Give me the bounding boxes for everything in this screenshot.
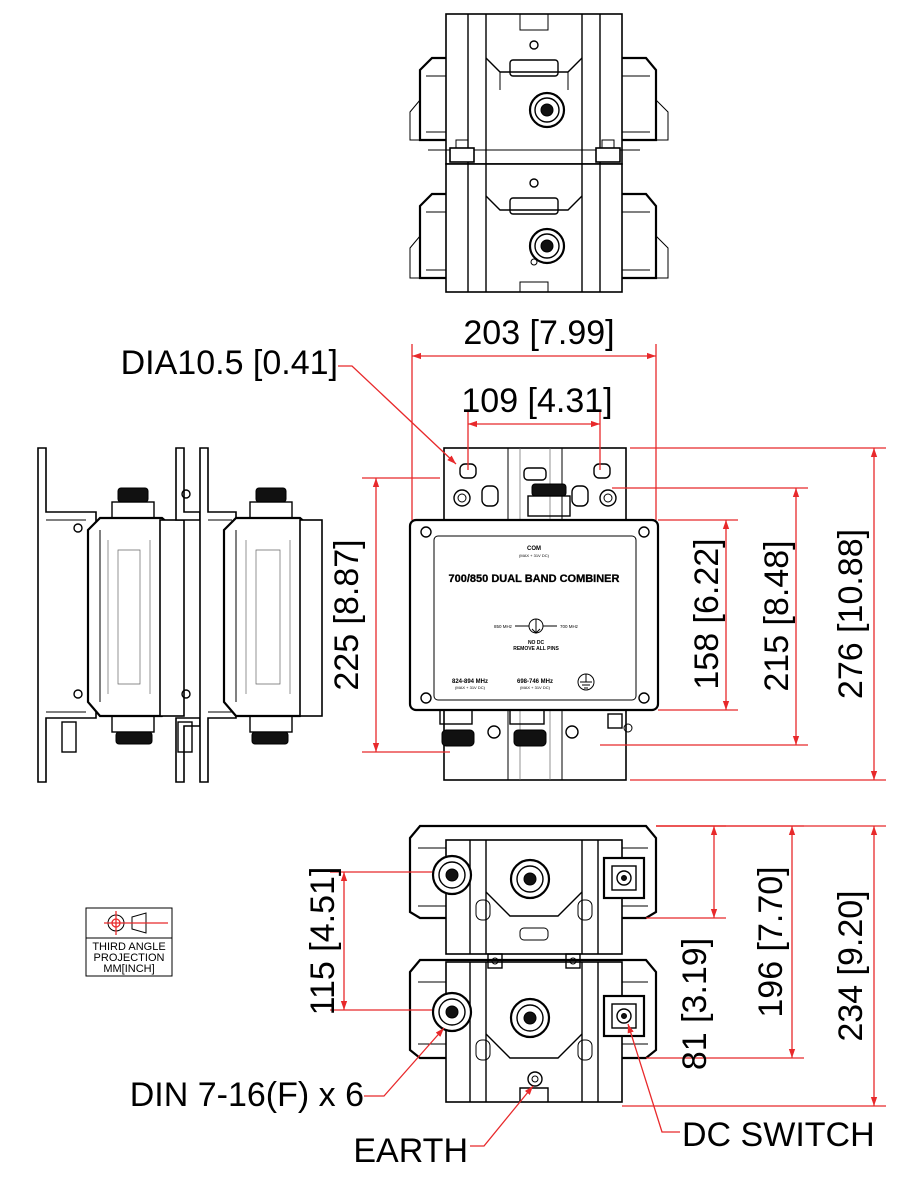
side-view [37,447,323,783]
connector-port1 [441,729,475,747]
top-view-unit-upper [409,13,669,165]
label-product-name: 700/850 DUAL BAND COMBINER [449,573,620,585]
label-remove-pins: REMOVE ALL PINS [513,646,559,652]
projection-line1: THIRD ANGLE [92,941,165,953]
mount-hole-right [593,463,611,479]
label-band-right: 700 MHz [560,624,579,629]
callout-dc-switch: DC SWITCH [682,1116,875,1154]
projection-symbol: THIRD ANGLE PROJECTION MM[INCH] [85,907,173,977]
dim-hole-center-height: 215 [8.48] [758,540,796,691]
connector-port2 [513,729,547,747]
callout-earth: EARTH [353,1132,468,1170]
label-port2-freq: 698-746 MHz [517,679,553,685]
dim-overall-width: 203 [7.99] [463,314,614,352]
label-port2-dc: (MAX + 31V DC) [520,685,551,690]
ground-icon [577,673,595,691]
side-view-unit-left [37,447,201,783]
bottom-view [408,824,658,1103]
dim-body-height: 158 [6.22] [688,538,726,689]
callout-connectors: DIN 7-16(F) x 6 [130,1076,364,1114]
dim-stack-height: 196 [7.70] [752,866,790,1017]
dim-overall-stack-height: 234 [9.20] [832,890,870,1041]
top-view-unit-lower [409,163,669,293]
front-view: COM (MAX + 31V DC) 700/850 DUAL BAND COM… [408,447,660,781]
label-com-port: COM [527,546,541,552]
dim-bracket-hole-spacing: 109 [4.31] [461,382,612,420]
earth-stud [527,1071,543,1087]
label-port1-freq: 824-894 MHz [452,679,488,685]
label-com-dc: (MAX + 31V DC) [519,553,550,558]
projection-line3: MM[INCH] [103,963,154,975]
dim-mount-hole-diameter: DIA10.5 [0.41] [121,344,338,382]
side-view-unit-right [177,447,323,783]
callout-labels: DIN 7-16(F) x 6 EARTH DC SWITCH [130,1076,875,1170]
top-view [409,13,669,293]
dim-overall-height: 276 [10.88] [832,529,870,699]
dim-connector-spacing: 115 [4.51] [304,867,342,1016]
dimension-lines [330,344,886,1147]
dim-bracket-offset: 81 [3.19] [676,938,714,1070]
projection-line2: PROJECTION [94,952,165,964]
bottom-view-unit-upper [408,824,658,955]
label-port1-dc: (MAX + 31V DC) [455,685,486,690]
label-band-left: 850 MHz [494,624,513,629]
combiner-symbol [515,618,557,634]
bottom-view-unit-lower [408,953,658,1103]
label-no-dc: NO DC [528,640,545,646]
dim-side-view-height: 225 [8.87] [328,539,366,690]
label-plate [433,535,637,701]
dimension-labels: 203 [7.99] 109 [4.31] DIA10.5 [0.41] 225… [121,314,870,1070]
